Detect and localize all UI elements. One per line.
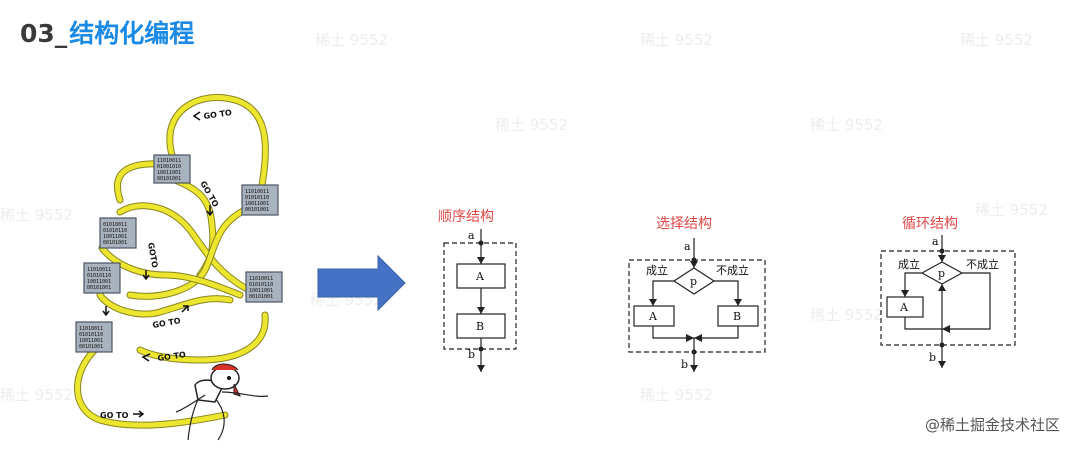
svg-text:GO TO: GO TO (157, 350, 187, 363)
footer-credit: @稀土掘金技术社区 (924, 416, 1060, 434)
svg-text:11010011: 11010011 (249, 276, 273, 282)
svg-text:10011001: 10011001 (157, 170, 181, 176)
diagram-title: 选择结构 (656, 216, 712, 232)
page-title: 03_结构化编程 (20, 14, 194, 50)
title-text: 结构化编程 (69, 19, 195, 48)
wire-group (74, 93, 269, 429)
svg-text:11010011: 11010011 (79, 326, 103, 332)
box-label: B (476, 320, 484, 333)
memory-chip: 11010011 01010110 10011001 00101001 (83, 262, 121, 294)
exit-label: b (468, 348, 475, 361)
loop-structure-diagram: 循环结构 a p 成立 不成立 A b (880, 216, 1016, 368)
svg-text:01010110: 01010110 (245, 195, 269, 201)
watermark: 稀土 9552 (810, 306, 883, 324)
watermark: 稀土 9552 (0, 386, 73, 404)
selection-structure-diagram: 选择结构 a p 成立 不成立 A B b (628, 216, 766, 372)
goto-illustration: 11010011 01001010 10011001 00101001 1101… (74, 93, 283, 441)
watermark: 稀土 9552 (640, 31, 713, 49)
condition-label: p (690, 275, 697, 288)
entry-label: a (932, 235, 939, 248)
box-label: B (733, 310, 741, 323)
watermark: 稀土 9552 (0, 206, 73, 224)
goto-label: GO TO (192, 108, 233, 121)
svg-text:GO TO: GO TO (152, 316, 182, 330)
exit-label: b (681, 358, 688, 371)
watermark: 稀土 9552 (495, 116, 568, 134)
exit-label: b (929, 351, 936, 364)
goto-label: GO TO (141, 350, 187, 363)
goto-label (102, 306, 110, 317)
svg-text:00101001: 00101001 (249, 294, 273, 300)
box-label: A (899, 301, 909, 314)
yes-label: 成立 (646, 263, 668, 277)
svg-text:11010011: 11010011 (245, 189, 269, 195)
svg-text:10011001: 10011001 (249, 288, 273, 294)
diagram-title: 循环结构 (902, 216, 958, 232)
watermark: 稀土 9552 (975, 201, 1048, 219)
svg-text:10011001: 10011001 (87, 279, 111, 285)
svg-text:01010011: 01010011 (103, 222, 127, 228)
yes-label: 成立 (898, 257, 920, 271)
box-label: A (648, 310, 658, 323)
memory-chip: 11010011 01010110 10011001 00101001 (75, 321, 113, 353)
box-label: A (475, 270, 485, 283)
sequence-structure-diagram: 顺序结构 a A B b (438, 209, 517, 372)
no-label: 不成立 (966, 257, 999, 271)
condition-label: p (938, 267, 945, 280)
goto-label: GOTO (142, 242, 159, 281)
svg-text:11010011: 11010011 (87, 267, 111, 273)
svg-text:11010011: 11010011 (157, 158, 181, 164)
svg-text:01001010: 01001010 (157, 164, 181, 170)
svg-text:10011001: 10011001 (103, 234, 127, 240)
svg-text:00101001: 00101001 (87, 285, 111, 291)
memory-chip: 01010011 01010110 10011001 00101001 (99, 217, 137, 249)
memory-chip: 11010011 01010110 10011001 00101001 (245, 271, 283, 303)
watermark-layer: 稀土 9552 稀土 9552 稀土 9552 稀土 9552 稀土 9552 … (0, 31, 1048, 404)
watermark: 稀土 9552 (315, 31, 388, 49)
memory-chip: 11010011 01010110 10011001 00101001 (241, 184, 279, 216)
svg-text:01010110: 01010110 (249, 282, 273, 288)
goto-label: GO TO (100, 410, 145, 420)
svg-text:GO TO: GO TO (100, 411, 129, 420)
svg-text:01010110: 01010110 (87, 273, 111, 279)
entry-label: a (684, 240, 691, 253)
svg-text:00101001: 00101001 (103, 240, 127, 246)
svg-text:01010110: 01010110 (103, 228, 127, 234)
memory-chip: 11010011 01001010 10011001 00101001 (153, 154, 191, 184)
svg-text:10011001: 10011001 (79, 338, 103, 344)
watermark: 稀土 9552 (960, 31, 1033, 49)
svg-text:00101001: 00101001 (157, 176, 181, 182)
entry-label: a (468, 229, 475, 242)
svg-text:01010110: 01010110 (79, 332, 103, 338)
diagram-title: 顺序结构 (438, 209, 494, 225)
svg-text:00101001: 00101001 (79, 344, 103, 350)
svg-text:GO TO: GO TO (203, 108, 233, 121)
watermark: 稀土 9552 (640, 386, 713, 404)
svg-text:10011001: 10011001 (245, 201, 269, 207)
no-label: 不成立 (716, 263, 749, 277)
watermark: 稀土 9552 (810, 116, 883, 134)
transition-arrow (317, 254, 406, 312)
title-number: 03_ (20, 19, 68, 48)
svg-text:00101001: 00101001 (245, 207, 269, 213)
running-man-figure (175, 363, 269, 441)
svg-text:GOTO: GOTO (146, 242, 159, 269)
